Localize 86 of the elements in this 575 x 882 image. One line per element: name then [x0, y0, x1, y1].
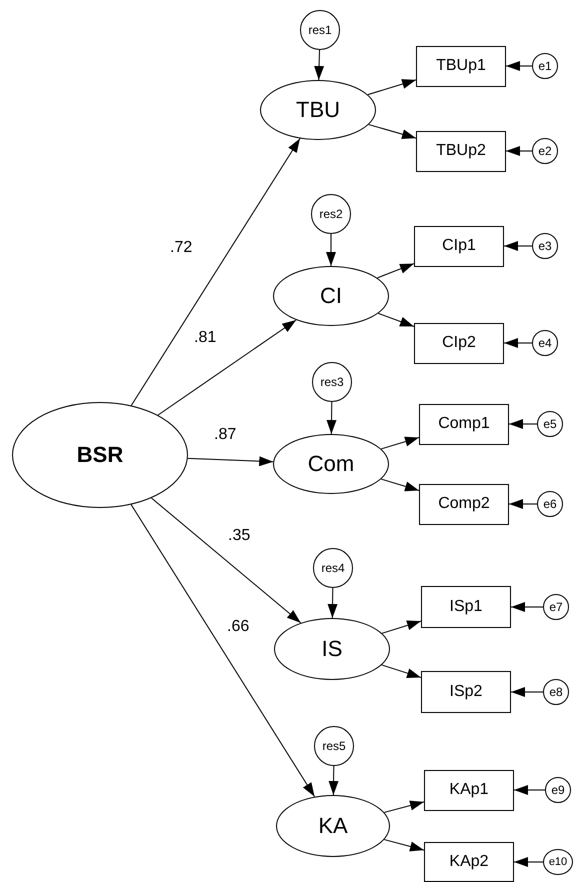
node-label: CIp1: [442, 238, 476, 254]
node-label: e1: [538, 60, 552, 72]
error-term-circle: [543, 594, 569, 620]
node-label: TBUp1: [436, 58, 486, 74]
arrow: [384, 839, 424, 852]
node-label: e4: [538, 337, 552, 349]
error-term-circle: [537, 411, 563, 437]
arrow: [514, 785, 546, 795]
node-label: ISp2: [450, 684, 482, 700]
node-label: CIp2: [442, 335, 476, 351]
error-term-circle: [311, 194, 351, 234]
error-term-circle: [537, 491, 563, 517]
arrow: [326, 402, 337, 434]
error-term-circle: [300, 10, 340, 50]
arrow: [326, 234, 336, 266]
node-label: KA: [318, 815, 348, 837]
error-term-circle: [314, 726, 354, 766]
node-label: KAp2: [449, 854, 489, 870]
arrow: [514, 857, 544, 867]
arrow: [130, 138, 300, 406]
observed-variable-box: [419, 404, 509, 444]
error-term-circle: [543, 679, 569, 705]
node-label: KAp1: [449, 782, 489, 798]
node-label: e10: [548, 856, 568, 868]
node-label: res5: [322, 740, 346, 752]
arrow: [130, 504, 316, 798]
error-term-circle: [545, 777, 571, 803]
error-term-circle: [532, 233, 558, 259]
error-term-circle: [313, 548, 353, 588]
error-term-circle: [532, 53, 558, 79]
node-label: res3: [320, 376, 344, 388]
arrow: [506, 61, 532, 71]
observed-variable-box: [424, 770, 514, 810]
observed-variable-box: [414, 226, 504, 266]
arrow: [506, 146, 532, 156]
observed-variable-box: [421, 586, 511, 628]
node-label: e3: [538, 240, 552, 252]
arrow: [328, 766, 339, 796]
node-label: IS: [322, 638, 342, 660]
error-term-circle: [543, 849, 573, 875]
node-label: Com: [308, 453, 354, 475]
node-label: ISp1: [450, 599, 482, 615]
observed-variable-box: [416, 130, 506, 172]
arrow: [504, 338, 532, 348]
error-term-circle: [312, 362, 352, 402]
node-label: e8: [549, 686, 563, 698]
node-label: CI: [320, 285, 342, 307]
arrow: [382, 620, 422, 634]
arrow: [314, 50, 324, 80]
node-label: BSR: [76, 444, 124, 466]
error-term-circle: [532, 138, 558, 164]
arrow: [384, 800, 424, 813]
arrow: [510, 687, 544, 697]
arrow: [376, 263, 414, 278]
node-label: res1: [308, 24, 332, 36]
node-label: res4: [321, 562, 345, 574]
arrow: [510, 602, 544, 612]
arrow: [368, 124, 416, 140]
node-label: e5: [543, 418, 557, 430]
arrow: [380, 478, 420, 492]
node-label: res2: [319, 208, 343, 220]
observed-variable-box: [414, 322, 504, 364]
arrow: [504, 241, 532, 251]
node-label: TBU: [296, 99, 340, 121]
node-label: e9: [551, 784, 565, 796]
node-label: e2: [538, 145, 552, 157]
arrow: [508, 499, 538, 509]
arrow: [367, 79, 416, 96]
arrow: [381, 664, 422, 678]
arrow: [187, 456, 274, 466]
arrow: [378, 312, 414, 327]
node-label: Comp1: [438, 416, 490, 432]
observed-variable-box: [419, 484, 509, 524]
arrow: [150, 498, 302, 624]
node-label: TBUp2: [436, 143, 486, 159]
arrow: [508, 419, 538, 429]
node-label: Comp2: [438, 496, 490, 512]
observed-variable-box: [421, 671, 511, 713]
observed-variable-box: [416, 46, 506, 86]
arrow: [328, 588, 338, 618]
node-label: e7: [549, 601, 563, 613]
arrow: [380, 436, 420, 450]
arrow: [157, 319, 297, 416]
observed-variable-box: [424, 842, 514, 882]
error-term-circle: [532, 330, 558, 356]
node-label: e6: [543, 498, 557, 510]
